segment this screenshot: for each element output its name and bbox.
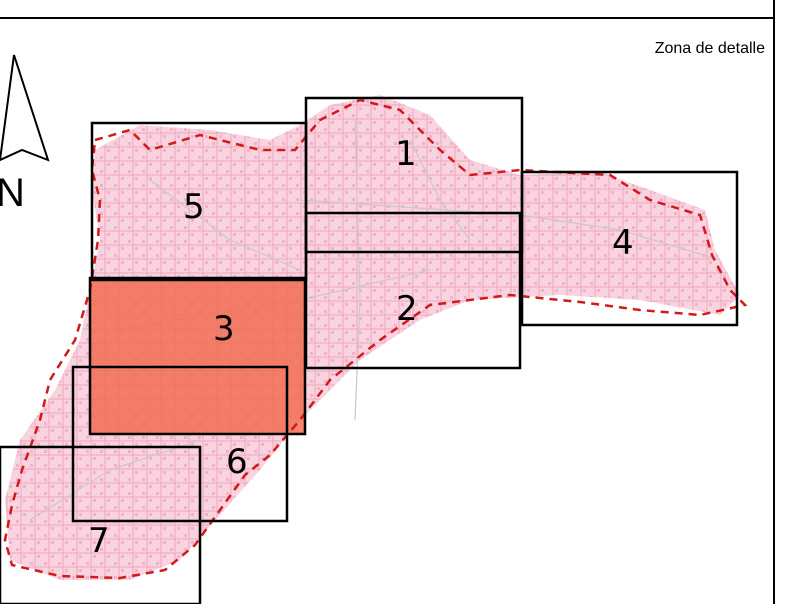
north-arrow: N	[0, 54, 50, 215]
zone-7-frame[interactable]	[0, 445, 202, 604]
zone-3-frame[interactable]	[88, 276, 307, 436]
zone-label-4: 4	[612, 223, 634, 263]
municipal-boundary	[3, 98, 748, 580]
top-border	[0, 17, 775, 19]
zone-label-6: 6	[226, 442, 248, 482]
zone-4-frame[interactable]	[520, 170, 739, 327]
map-title: Zona de detalle	[654, 40, 765, 57]
zone-3-highlight	[90, 278, 305, 434]
right-border	[773, 0, 775, 604]
zone-label-1: 1	[395, 134, 417, 174]
zone-label-3: 3	[213, 309, 235, 349]
urban-area	[5, 95, 740, 580]
zone-6-frame[interactable]	[71, 365, 289, 523]
zone-frames	[0, 96, 739, 604]
zone-label-2: 2	[396, 289, 418, 329]
zone-label-5: 5	[183, 187, 205, 227]
zone-label-7: 7	[88, 521, 110, 561]
north-arrow-icon	[0, 54, 50, 162]
north-label: N	[0, 171, 25, 215]
urban-area-main	[5, 95, 740, 580]
